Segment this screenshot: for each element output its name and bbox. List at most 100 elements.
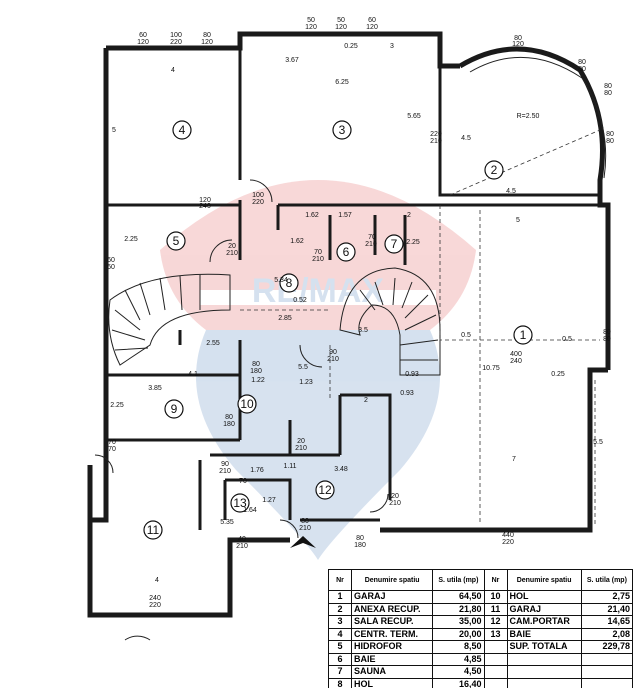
- svg-text:4: 4: [179, 123, 186, 137]
- dimension-label: 80: [203, 32, 211, 39]
- dimension-label: 0.52: [293, 297, 307, 304]
- dimension-label: 1.57: [338, 212, 352, 219]
- dimension-label: 2: [407, 212, 411, 219]
- legend-nr: 1: [328, 590, 352, 604]
- dimension-label: 80: [604, 90, 612, 97]
- interior-walls: [106, 48, 600, 530]
- dimension-label: 240: [149, 595, 161, 602]
- dimension-label: 0.25: [344, 43, 358, 50]
- dimension-label: 2.25: [124, 236, 138, 243]
- dimension-label: 5: [112, 127, 116, 134]
- dimension-label: 210: [312, 256, 324, 263]
- dimension-label: 60: [107, 264, 115, 271]
- legend-name: BAIE: [350, 652, 434, 666]
- dimension-label: 3.85: [148, 385, 162, 392]
- dimension-label: 1.64: [243, 507, 257, 514]
- legend-area: 4,85: [432, 652, 485, 666]
- dimension-label: 3: [390, 43, 394, 50]
- legend-nr: 10: [483, 590, 508, 604]
- legend-name: BAIE: [506, 627, 582, 641]
- legend-name: HIDROFOR: [350, 640, 434, 654]
- dimension-label: R=2.50: [517, 113, 540, 120]
- legend-header-name-2: Denumire spatiu: [506, 569, 582, 591]
- dimension-label: 2.55: [206, 340, 220, 347]
- dimension-label: 50: [337, 17, 345, 24]
- legend-nr: 11: [483, 602, 508, 616]
- dimension-label: 70: [239, 478, 247, 485]
- dimension-label: 5.5: [593, 439, 603, 446]
- dimension-label: 60: [139, 32, 147, 39]
- room-label-8: 8: [279, 273, 299, 293]
- dimension-label: 5.5: [298, 364, 308, 371]
- dimension-label: 2: [364, 397, 368, 404]
- svg-text:3: 3: [339, 123, 346, 137]
- svg-text:12: 12: [318, 483, 332, 497]
- room-label-10: 10: [237, 394, 257, 414]
- dimension-label: 220: [252, 199, 264, 206]
- legend-name: HOL: [350, 677, 434, 688]
- room-label-13: 13: [230, 493, 250, 513]
- legend-area: 2,75: [580, 590, 634, 604]
- legend-nr: 7: [328, 665, 352, 679]
- dimension-label: 120: [512, 41, 524, 48]
- dimension-label: 0.93: [405, 371, 419, 378]
- legend-name: SUP. TOTALA: [506, 640, 582, 654]
- legend-area: 8,50: [432, 640, 485, 654]
- dimension-label: 4.5: [506, 188, 516, 195]
- spiral-stair-right: [339, 267, 441, 376]
- legend-nr: 2: [328, 602, 352, 616]
- svg-text:9: 9: [171, 402, 178, 416]
- dimension-label: 180: [223, 421, 235, 428]
- dimension-label: 5: [516, 217, 520, 224]
- dimension-label: 7: [512, 456, 516, 463]
- dimension-label: 210: [236, 543, 248, 550]
- dimension-label: 0.5: [562, 336, 572, 343]
- dimension-label: 120: [137, 39, 149, 46]
- legend-nr: 5: [328, 640, 352, 654]
- legend-area: [580, 665, 634, 679]
- dimension-label: 3.5: [358, 327, 368, 334]
- dimension-label: 2.25: [406, 239, 420, 246]
- dimension-label: 120: [199, 197, 211, 204]
- legend-name: [506, 652, 582, 666]
- north-arrow-icon: [290, 536, 316, 548]
- dimension-label: 1.27: [262, 497, 276, 504]
- svg-text:5: 5: [173, 234, 180, 248]
- legend-name: GARAJ: [350, 590, 434, 604]
- legend-area: 4,50: [432, 665, 485, 679]
- svg-text:13: 13: [233, 496, 247, 510]
- dimension-label: 120: [201, 39, 213, 46]
- dimension-label: 180: [354, 542, 366, 549]
- dimension-label: 400: [510, 351, 522, 358]
- dimension-label: 4.1: [188, 371, 198, 378]
- dimension-label: 210: [327, 356, 339, 363]
- dimension-label: 80: [252, 361, 260, 368]
- dimension-label: 40: [238, 536, 246, 543]
- dimension-label: 5.65: [407, 113, 421, 120]
- dimension-label: 80: [606, 131, 614, 138]
- legend-name: SAUNA: [350, 665, 434, 679]
- svg-text:2: 2: [491, 163, 498, 177]
- dimension-label: 0.5: [461, 332, 471, 339]
- legend-header-area-2: S. utila (mp): [580, 569, 634, 591]
- legend-nr: 4: [328, 627, 352, 641]
- dimension-label: 100: [252, 192, 264, 199]
- legend-nr: [483, 640, 508, 654]
- dimension-label: 80: [301, 518, 309, 525]
- dimension-label: 80: [578, 59, 586, 66]
- dimension-label: 20: [391, 493, 399, 500]
- dimension-label: 2.85: [278, 315, 292, 322]
- door-swings: [94, 179, 389, 641]
- room-label-3: 3: [332, 120, 352, 140]
- dimension-label: 60: [368, 17, 376, 24]
- dimension-label: 5.35: [220, 519, 234, 526]
- svg-text:1: 1: [520, 328, 527, 342]
- dimension-label: 4.5: [461, 135, 471, 142]
- room-label-4: 4: [172, 120, 192, 140]
- dimension-label: 70: [314, 249, 322, 256]
- dimension-label: 440: [502, 532, 514, 539]
